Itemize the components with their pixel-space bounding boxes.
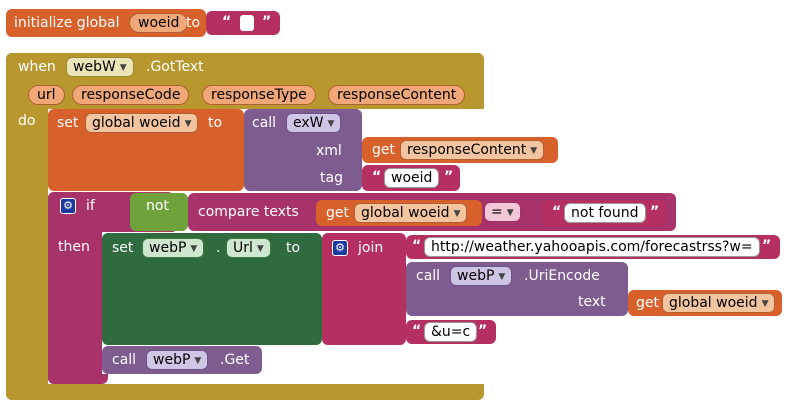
if-block-footer (48, 374, 108, 384)
call-get-block[interactable]: call webP▼ .Get (102, 346, 262, 374)
get-variable-dropdown[interactable]: global woeid▼ (662, 293, 776, 313)
get-label: get (636, 295, 659, 311)
set-label: set (57, 115, 79, 131)
dot-label: . (216, 240, 221, 256)
get-variable-dropdown[interactable]: responseContent▼ (400, 140, 545, 160)
chevron-down-icon: ▼ (194, 356, 202, 366)
not-label: not (146, 198, 169, 214)
open-quote-icon: “ (412, 238, 422, 254)
chevron-down-icon: ▼ (256, 244, 264, 254)
compare-operator-dropdown[interactable]: =▼ (484, 202, 521, 222)
units-text-block[interactable]: “ &u=c ” (406, 320, 496, 344)
call-label: call (112, 352, 137, 368)
open-quote-icon: “ (412, 323, 422, 339)
gear-icon[interactable]: ⚙ (60, 198, 76, 214)
set-variable-dropdown[interactable]: global woeid▼ (85, 113, 199, 133)
get-global-woeid-block-2[interactable]: get global woeid▼ (628, 290, 782, 316)
param-url[interactable]: url (28, 85, 65, 105)
chevron-down-icon: ▼ (506, 208, 514, 218)
call-exw-block[interactable]: call exW▼ xml tag (244, 109, 362, 191)
not-found-text-field[interactable]: not found (564, 203, 646, 223)
units-text-field[interactable]: &u=c (424, 322, 478, 342)
empty-text-field[interactable] (240, 15, 254, 31)
when-label: when (18, 59, 56, 75)
open-quote-icon: “ (552, 204, 562, 220)
event-block-footer (6, 384, 484, 400)
global-name-field[interactable]: woeid (129, 13, 189, 33)
set-to-label: to (286, 240, 301, 256)
close-quote-icon: ” (650, 204, 660, 220)
chevron-down-icon: ▼ (119, 63, 127, 73)
event-block-spine (6, 53, 48, 400)
set-label: set (112, 240, 134, 256)
tag-text-field[interactable]: woeid (384, 168, 440, 188)
set-component-dropdown[interactable]: webP▼ (142, 238, 205, 258)
if-block-spine (48, 192, 102, 384)
get-global-woeid-block[interactable]: get global woeid▼ (316, 200, 482, 226)
close-quote-icon: ” (762, 238, 772, 254)
get-response-content-block[interactable]: get responseContent▼ (362, 137, 558, 163)
chevron-down-icon: ▼ (761, 299, 769, 309)
get-label: get (326, 205, 349, 221)
join-label: join (358, 240, 384, 256)
if-label: if (86, 198, 95, 214)
initialize-global-block[interactable]: initialize global woeid to (6, 9, 206, 37)
chevron-down-icon: ▼ (498, 272, 506, 282)
set-property-dropdown[interactable]: Url▼ (226, 238, 271, 258)
call-label: call (416, 268, 441, 284)
open-quote-icon: “ (372, 169, 382, 185)
param-response-type[interactable]: responseType (202, 85, 316, 105)
to-label: to (186, 15, 201, 31)
uri-encode-method: .UriEncode (524, 268, 600, 284)
close-quote-icon: ” (478, 323, 488, 339)
compare-texts-label: compare texts (198, 204, 299, 220)
param-response-code[interactable]: responseCode (72, 85, 190, 105)
do-label: do (18, 113, 36, 129)
close-quote-icon: ” (262, 14, 272, 30)
param-response-content[interactable]: responseContent (328, 85, 466, 105)
then-label: then (58, 239, 90, 255)
event-name: .GotText (146, 59, 204, 75)
chevron-down-icon: ▼ (530, 146, 538, 156)
gear-icon[interactable]: ⚙ (332, 240, 348, 256)
event-component-dropdown[interactable]: webW▼ (66, 57, 134, 77)
set-global-block[interactable]: set global woeid▼ to (48, 109, 244, 191)
get-label: get (372, 142, 395, 158)
empty-text-block[interactable]: “ ” (206, 11, 280, 35)
get-method: .Get (220, 352, 250, 368)
uri-encode-block[interactable]: call webP▼ .UriEncode text (406, 262, 628, 316)
chevron-down-icon: ▼ (327, 119, 335, 129)
url-text-block[interactable]: “ http://weather.yahooapis.com/forecastr… (406, 235, 780, 259)
join-block[interactable]: ⚙ join (322, 233, 406, 345)
get-variable-dropdown[interactable]: global woeid▼ (354, 203, 468, 223)
chevron-down-icon: ▼ (190, 244, 198, 254)
initialize-global-keyword: initialize global (14, 15, 120, 31)
xml-label: xml (316, 143, 342, 159)
not-found-text-block[interactable]: “ not found ” (542, 200, 666, 226)
exw-component-dropdown[interactable]: exW▼ (286, 113, 342, 133)
tag-label: tag (320, 170, 343, 186)
set-to-label: to (208, 115, 223, 131)
set-url-block[interactable]: set webP▼ . Url▼ to (102, 233, 322, 345)
close-quote-icon: ” (444, 169, 454, 185)
chevron-down-icon: ▼ (453, 209, 461, 219)
get-component-dropdown[interactable]: webP▼ (146, 350, 209, 370)
chevron-down-icon: ▼ (184, 119, 192, 129)
text-label: text (578, 294, 606, 310)
open-quote-icon: “ (222, 14, 232, 30)
encode-component-dropdown[interactable]: webP▼ (450, 266, 513, 286)
call-label: call (252, 115, 277, 131)
not-block[interactable]: not (130, 193, 188, 231)
tag-text-block[interactable]: “ woeid ” (362, 165, 460, 191)
url-text-field[interactable]: http://weather.yahooapis.com/forecastrss… (424, 237, 760, 257)
